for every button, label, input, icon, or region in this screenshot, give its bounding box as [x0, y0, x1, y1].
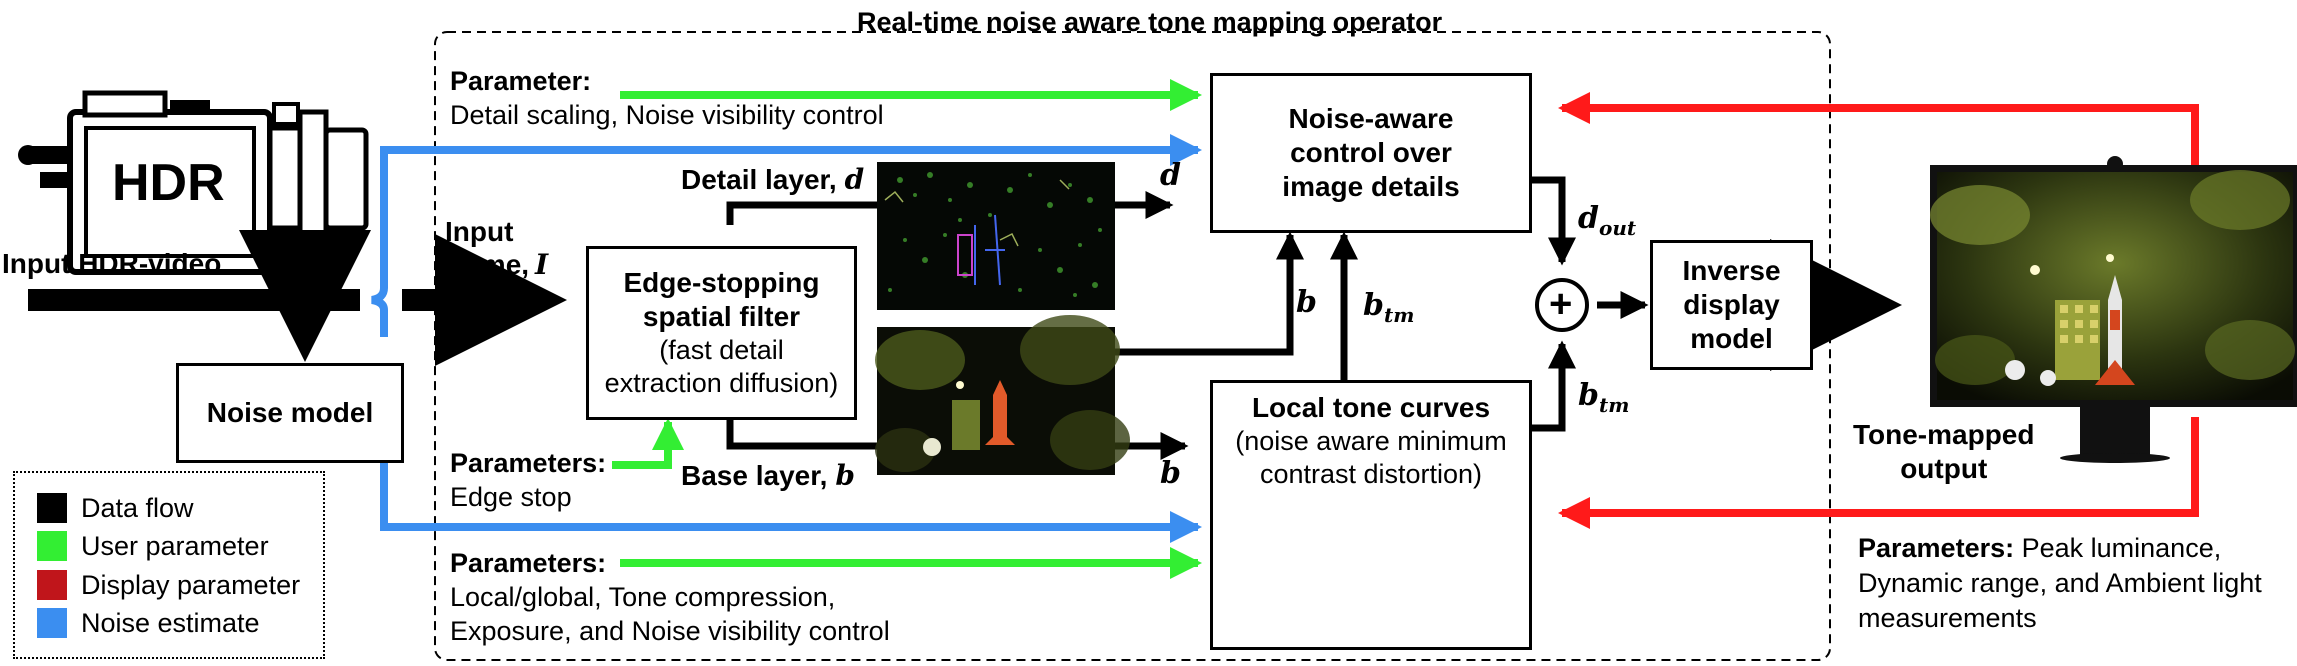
base-layer-image — [875, 315, 1130, 475]
legend-item-user-parameter: User parameter — [37, 529, 269, 563]
detail-parameter-text: Parameter: Detail scaling, Noise visibil… — [450, 66, 884, 130]
detail-control-box: Noise-aware control over image details — [1210, 73, 1532, 233]
b-symbol-lower: b — [1160, 456, 1181, 491]
edge-stopping-filter-box: Edge-stopping spatial filter (fast detai… — [586, 246, 857, 420]
display-param-arrow-bottom — [1558, 417, 2199, 529]
display-parameter-text: Parameters: Peak luminance, Dynamic rang… — [1858, 533, 2262, 633]
legend-item-data-flow: Data flow — [37, 491, 194, 525]
output-caption: Tone-mapped output — [1853, 419, 2035, 484]
detail-layer-image — [877, 162, 1115, 310]
sum-node — [1535, 278, 1589, 332]
d-out-symbol: dout — [1578, 201, 1637, 241]
legend-item-display-parameter: Display parameter — [37, 568, 300, 602]
noise-model-box: Noise model — [176, 363, 404, 463]
input-symbol: I — [535, 248, 549, 281]
hdr-badge: HDR — [112, 154, 225, 212]
data-flow-swatch — [37, 493, 67, 523]
edge-parameter-text: Parameters: Edge stop — [450, 448, 607, 512]
legend-item-noise-estimate: Noise estimate — [37, 606, 260, 640]
edge-param-arrow — [612, 418, 684, 469]
tone-mapped-output-image — [1930, 156, 2297, 463]
btm-to-sum-arrow — [1532, 340, 1576, 432]
noise-estimate-arrow-top — [371, 134, 1202, 337]
dout-arrow — [1532, 176, 1576, 266]
base-layer-label: Base layer,b — [681, 459, 855, 492]
video-camera-icon — [18, 90, 369, 275]
b-tm-symbol-lower: btm — [1578, 378, 1630, 418]
local-tone-curves-box: Local tone curves (noise aware minimum c… — [1210, 380, 1532, 650]
inverse-display-model-box: Inverse display model — [1650, 240, 1813, 370]
tone-parameter-text: Parameters: Local/global, Tone compressi… — [450, 548, 890, 646]
user-parameter-swatch — [37, 531, 67, 561]
display-parameter-swatch — [37, 570, 67, 600]
detail-layer-label: Detail layer,d — [681, 163, 865, 196]
d-symbol: d — [1160, 158, 1181, 193]
noise-estimate-arrow-bottom — [380, 455, 1202, 543]
b-symbol-upper: b — [1296, 285, 1317, 320]
sum-plus-sign: + — [1549, 282, 1573, 326]
legend: Data flow User parameter Display paramet… — [13, 471, 325, 659]
b-tm-symbol-upper: btm — [1363, 288, 1415, 328]
input-caption: Input HDR-video — [2, 248, 222, 279]
input-frame-label: Input frame,I — [445, 216, 549, 281]
noise-estimate-swatch — [37, 608, 67, 638]
base-to-detail-arrow — [1115, 231, 1304, 356]
diagram-title: Real-time noise aware tone mapping opera… — [857, 7, 1443, 37]
display-param-arrow-top — [1558, 92, 2199, 175]
